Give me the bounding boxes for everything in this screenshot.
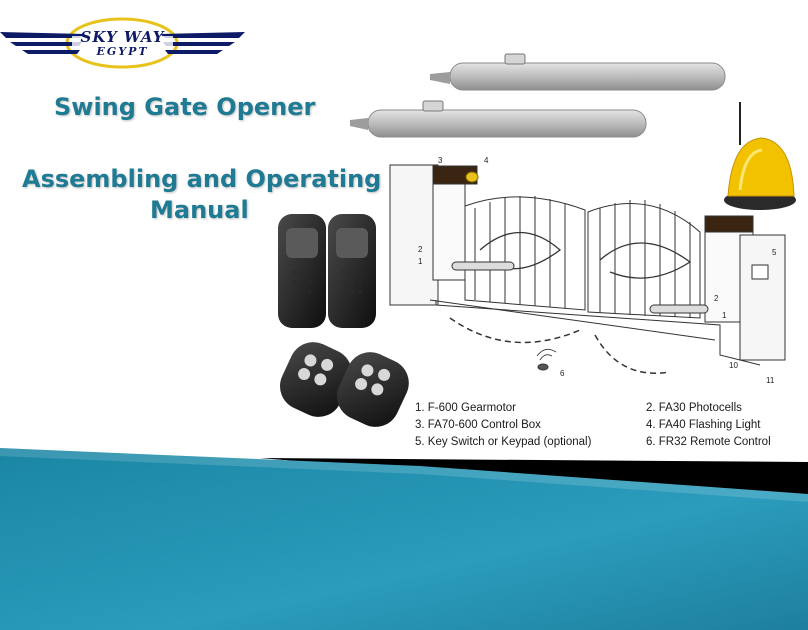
callout-number: 2 [714, 294, 719, 303]
photocell-icon [328, 214, 376, 328]
brand-logo: SKY WAY EGYPT [0, 14, 245, 72]
flashing-light-icon [724, 102, 796, 210]
decorative-band [0, 448, 808, 630]
legend-item: 3. FA70-600 Control Box [415, 419, 541, 431]
callout-number: 6 [560, 369, 565, 378]
callout-number: 11 [766, 376, 775, 385]
subtitle-line1: Assembling and Operating [22, 165, 382, 193]
legend-item: 6. FR32 Remote Control [646, 436, 771, 448]
subtitle-line2: Manual [150, 196, 249, 224]
callout-number: 10 [729, 361, 738, 370]
swing-gate-diagram [389, 164, 786, 374]
wings-emblem-icon [0, 17, 245, 69]
callout-number: 2 [418, 245, 423, 254]
legend-item: 2. FA30 Photocells [646, 402, 742, 414]
brand-name: SKY WAY [80, 28, 165, 46]
gate-installation-illustration: 3 4 2 1 2 1 5 6 10 11 [278, 53, 796, 427]
callout-number: 4 [484, 156, 489, 165]
callout-number: 5 [772, 248, 777, 257]
photocell-icon [278, 214, 326, 328]
callout-number: 1 [418, 257, 423, 266]
gearmotor-icon [350, 100, 647, 138]
callout-number: 3 [438, 156, 443, 165]
legend-item: 4. FA40 Flashing Light [646, 419, 761, 431]
legend-item: 5. Key Switch or Keypad (optional) [415, 436, 592, 448]
remote-control-icon [336, 352, 409, 427]
legend-item: 1. F-600 Gearmotor [415, 402, 516, 414]
remote-control-icon [279, 342, 352, 417]
callout-number: 1 [722, 311, 727, 320]
gearmotor-icon [430, 53, 726, 91]
brand-country: EGYPT [96, 45, 149, 58]
page-title: Swing Gate Opener [54, 93, 316, 121]
